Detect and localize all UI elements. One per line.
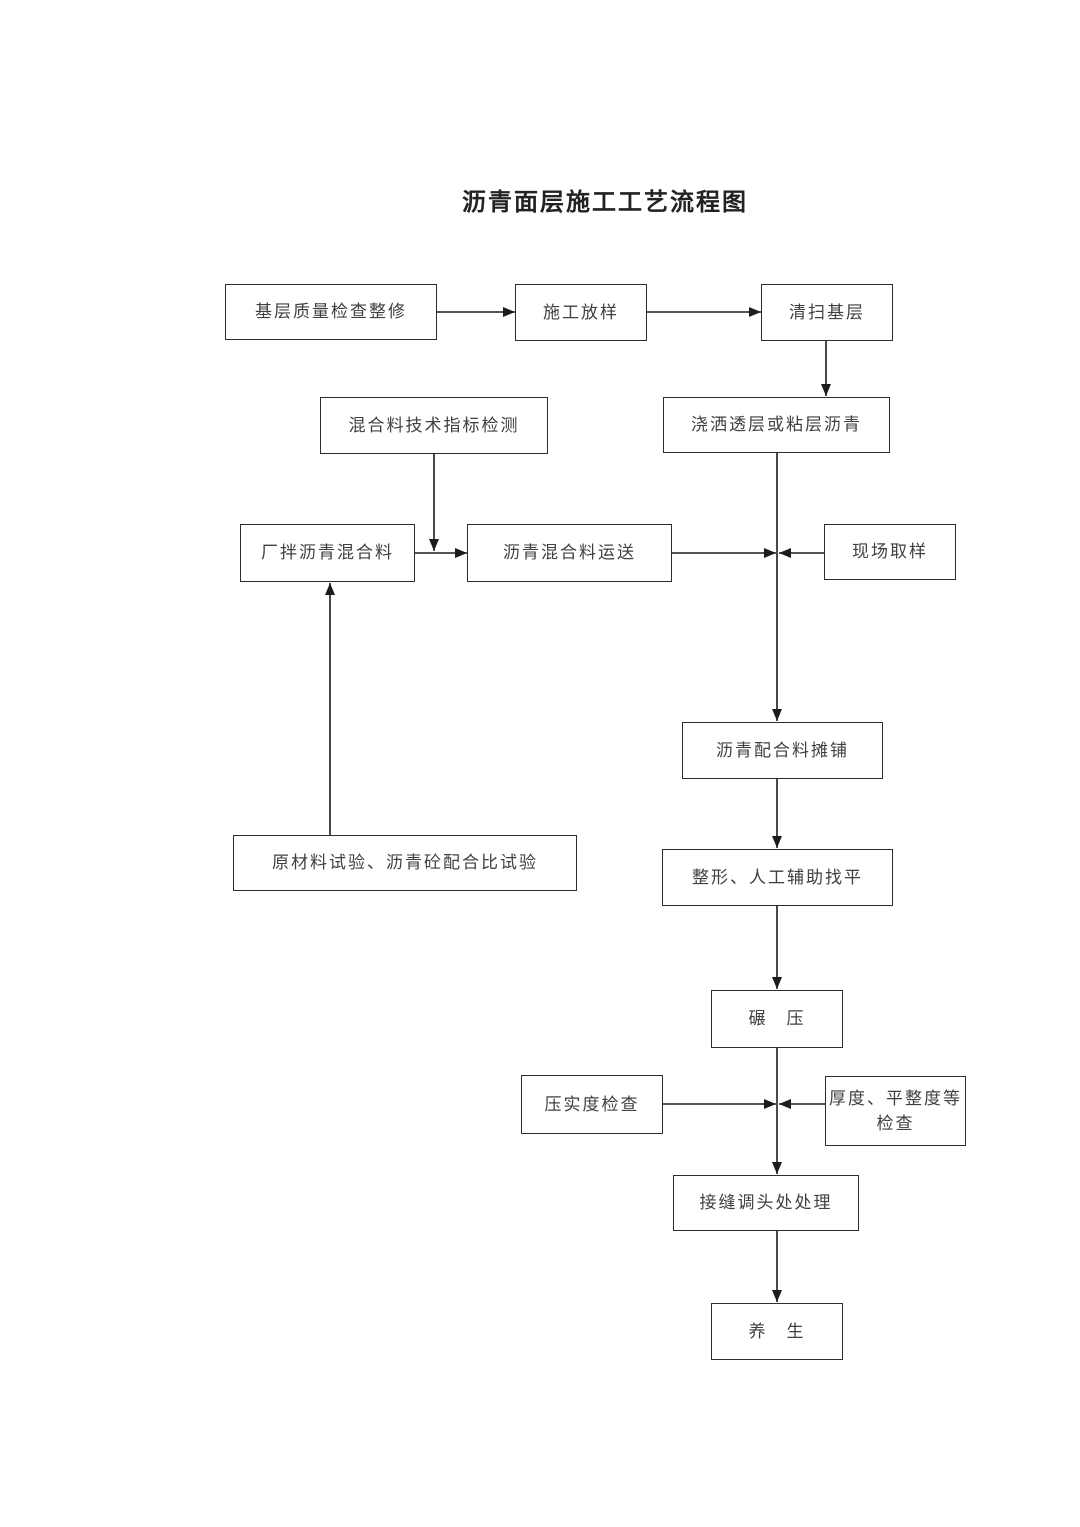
node-joint-treatment: 接缝调头处处理 — [673, 1175, 859, 1231]
node-spray-prime-tack-coat: 浇洒透层或粘层沥青 — [663, 397, 890, 453]
node-construction-layout: 施工放样 — [515, 284, 647, 341]
node-shaping-leveling: 整形、人工辅助找平 — [662, 849, 893, 906]
node-curing: 养 生 — [711, 1303, 843, 1360]
node-mixture-index-test: 混合料技术指标检测 — [320, 397, 548, 454]
node-raw-material-test: 原材料试验、沥青砼配合比试验 — [233, 835, 577, 891]
node-base-quality-check: 基层质量检查整修 — [225, 284, 437, 340]
node-site-sampling: 现场取样 — [824, 524, 956, 580]
node-compaction-check: 压实度检查 — [521, 1075, 663, 1134]
node-rolling: 碾 压 — [711, 990, 843, 1048]
node-plant-mixed-asphalt: 厂拌沥青混合料 — [240, 524, 415, 582]
node-clean-base: 清扫基层 — [761, 284, 893, 341]
page-title: 沥青面层施工工艺流程图 — [462, 189, 748, 216]
node-asphalt-paving: 沥青配合料摊铺 — [682, 722, 883, 779]
node-mixture-transport: 沥青混合料运送 — [467, 524, 672, 582]
node-thickness-check: 厚度、平整度等 检查 — [825, 1076, 966, 1146]
